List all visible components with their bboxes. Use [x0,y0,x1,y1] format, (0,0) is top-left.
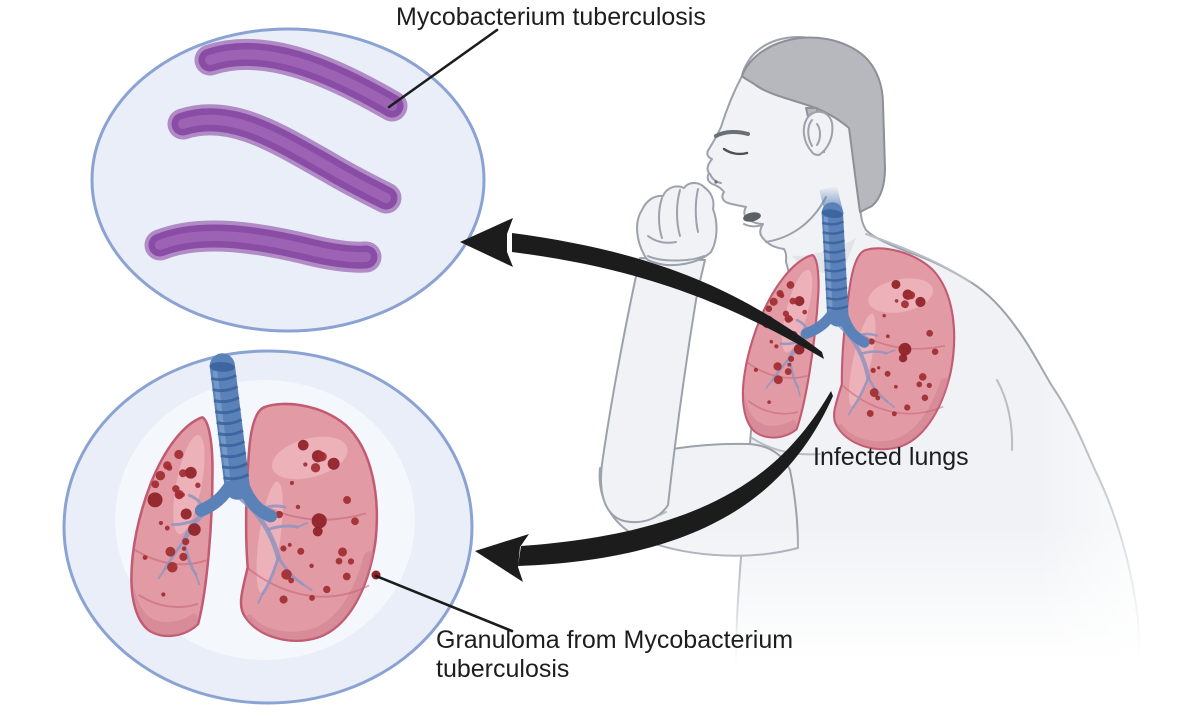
arrow-lungs-to-bacteria [460,218,824,359]
right-fade [1035,60,1200,720]
label-granuloma-line2: tuberculosis [436,655,570,683]
bacteria-group [144,38,408,273]
label-granuloma: Granuloma from Mycobacterium tuberculosi… [436,626,793,684]
bacterium-rod [167,104,402,214]
label-infected-lungs: Infected lungs [813,443,969,471]
label-granuloma-line1: Granuloma from Mycobacterium [436,626,794,654]
label-mycobacterium-tuberculosis: Mycobacterium tuberculosis [396,3,706,31]
fist [636,182,718,267]
arrow-lungs-to-granuloma [475,391,833,582]
eyebrow [714,129,750,138]
pointer-line-bacterium [387,28,499,109]
forearm [600,257,706,524]
bacterium-rod [144,220,382,273]
bacterium-rod [194,38,408,122]
closed-eye [722,147,749,156]
pointer-line-granuloma [374,574,514,633]
open-mouth [743,212,761,222]
hair [741,36,886,213]
